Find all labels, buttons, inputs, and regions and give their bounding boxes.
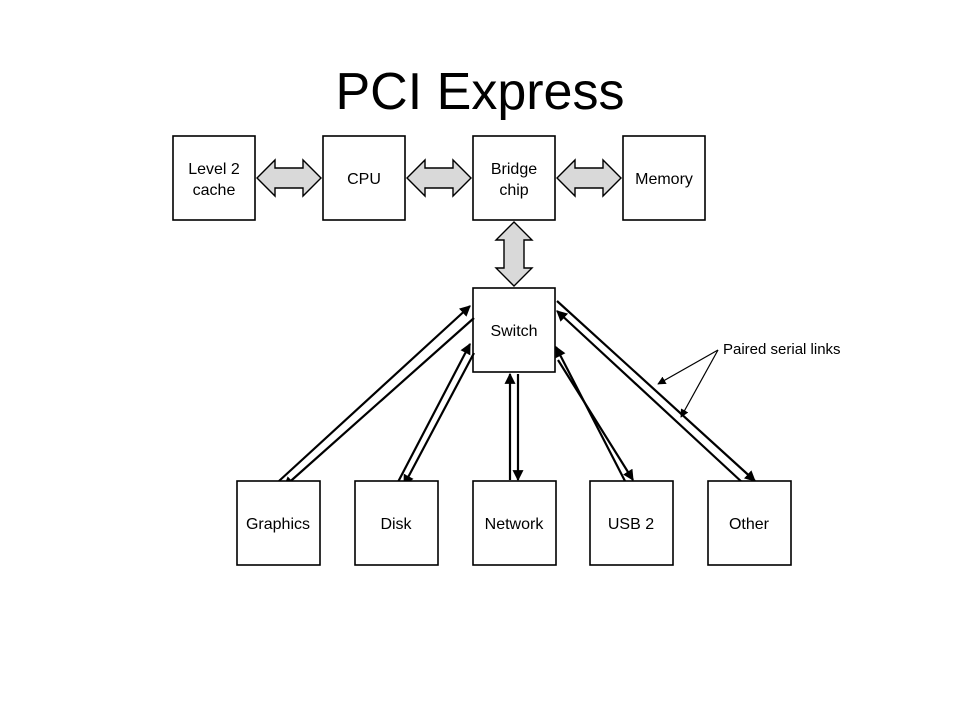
memory-box: Memory [622, 135, 706, 221]
cpu-box: CPU [322, 135, 406, 221]
switch-label: Switch [490, 323, 537, 340]
slide-title: PCI Express [335, 63, 625, 121]
usb2-label: USB 2 [608, 516, 654, 533]
switch-box: Switch [472, 287, 556, 373]
usb2-box: USB 2 [589, 480, 674, 566]
disk-link-up [397, 343, 471, 483]
graphics-label: Graphics [246, 516, 310, 533]
cpu-label: CPU [347, 171, 381, 188]
bridge-chip-label-line1: Bridge [491, 161, 537, 178]
cache-cpu-bus-arrow [256, 158, 322, 198]
usb-link-down [557, 359, 634, 481]
bridge-memory-bus-arrow [556, 158, 622, 198]
disk-link-down [403, 352, 475, 486]
graphics-link-up [278, 305, 471, 482]
bridge-switch-bus-arrow [494, 221, 534, 287]
annotation-pointer-2 [680, 349, 719, 418]
cpu-bridge-bus-arrow [406, 158, 472, 198]
annotation-pointer-1 [657, 349, 719, 385]
bridge-chip-box: Bridge chip [472, 135, 556, 221]
graphics-link-down [283, 317, 475, 488]
other-link-down [556, 300, 756, 482]
paired-serial-links-label: Paired serial links [723, 341, 841, 358]
other-box: Other [707, 480, 792, 566]
level2-cache-label-line2: cache [193, 182, 236, 199]
network-box: Network [472, 480, 557, 566]
other-link-up [556, 310, 745, 485]
network-label: Network [485, 516, 545, 533]
level2-cache-label-line1: Level 2 [188, 161, 240, 178]
disk-box: Disk [354, 480, 439, 566]
bridge-chip-label-line2: chip [499, 182, 528, 199]
disk-label: Disk [380, 516, 412, 533]
usb-link-up [555, 346, 627, 484]
other-label: Other [729, 516, 770, 533]
level2-cache-box: Level 2 cache [172, 135, 256, 221]
memory-label: Memory [635, 171, 693, 188]
graphics-box: Graphics [236, 480, 321, 566]
